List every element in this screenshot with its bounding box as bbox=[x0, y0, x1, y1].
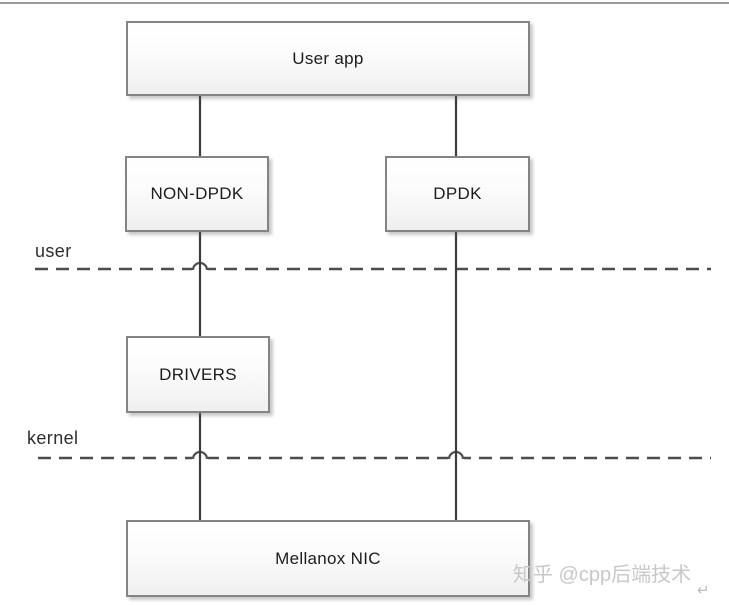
node-drivers-label: DRIVERS bbox=[159, 364, 237, 384]
node-drivers: DRIVERS bbox=[126, 336, 270, 413]
node-non-dpdk-label: NON-DPDK bbox=[150, 184, 244, 203]
node-user-app: User app bbox=[126, 21, 530, 96]
node-mellanox-nic-label: Mellanox NIC bbox=[275, 548, 381, 568]
zhihu-watermark: 知乎 @cpp后端技术 bbox=[513, 564, 692, 586]
return-glyph: ↵ bbox=[697, 582, 710, 599]
node-non-dpdk: NON-DPDK bbox=[125, 156, 269, 232]
node-mellanox-nic: Mellanox NIC bbox=[126, 520, 530, 597]
node-dpdk-label: DPDK bbox=[433, 184, 482, 203]
user-space-label: user bbox=[35, 241, 72, 261]
node-user-app-label: User app bbox=[292, 48, 364, 68]
top-border-rule bbox=[0, 2, 729, 4]
kernel-space-label: kernel bbox=[27, 428, 79, 448]
node-dpdk: DPDK bbox=[385, 156, 530, 232]
